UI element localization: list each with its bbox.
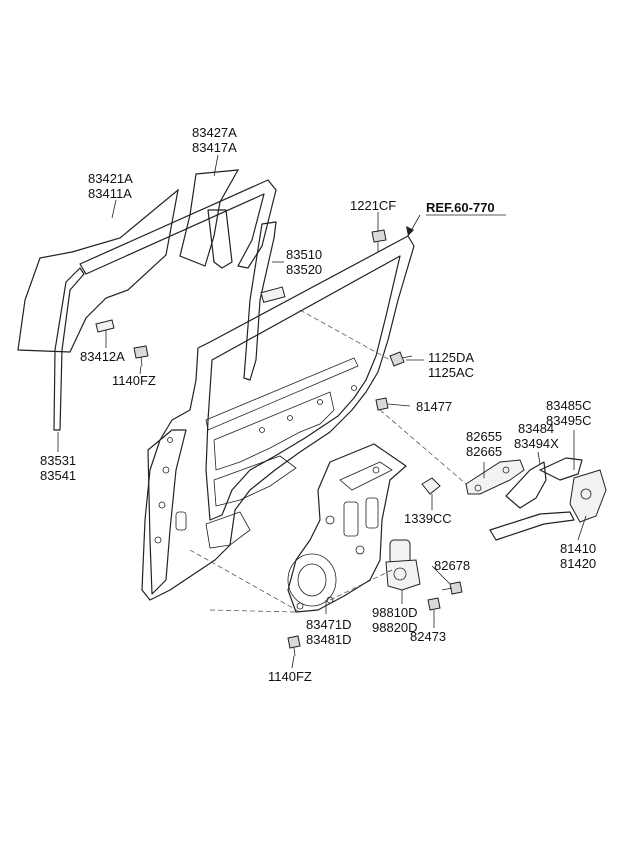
label-83411A: 83411A <box>88 186 132 201</box>
label-82655: 82655 <box>466 429 502 444</box>
label-82678: 82678 <box>434 558 470 573</box>
clip-1339cc <box>421 477 441 495</box>
label-98810D: 98810D <box>372 605 418 620</box>
glass-run-channel <box>53 179 277 431</box>
label-81420: 81420 <box>560 556 596 571</box>
label-1339CC: 1339CC <box>404 511 452 526</box>
window-regulator <box>287 443 407 613</box>
label-82473: 82473 <box>410 629 446 644</box>
bolt-82473 <box>427 597 441 611</box>
label-83471D: 83471D <box>306 617 352 632</box>
bolt-1125da <box>389 351 413 367</box>
leader-lines <box>57 154 587 669</box>
door-panel <box>141 235 415 601</box>
label-1125DA: 1125DA <box>428 350 474 365</box>
bolt-82678 <box>441 581 463 595</box>
glass-clip <box>95 319 115 333</box>
label-83484: 83484 <box>518 421 554 436</box>
part-labels: 83427A 83417A 83421A 83411A 1221CF REF.6… <box>40 125 596 684</box>
front-channel <box>243 221 286 381</box>
label-82665: 82665 <box>466 444 502 459</box>
label-83520: 83520 <box>286 262 322 277</box>
outside-handle <box>465 459 525 495</box>
handle-bracket <box>505 457 583 509</box>
label-1221CF: 1221CF <box>350 198 396 213</box>
label-83531: 83531 <box>40 453 76 468</box>
label-83485C: 83485C <box>546 398 592 413</box>
bolt-1140fz-bottom <box>287 635 301 657</box>
assembly-lines <box>189 309 467 613</box>
label-83412A: 83412A <box>80 349 125 364</box>
door-latch <box>489 469 607 541</box>
label-1140FZ-top: 1140FZ <box>112 373 156 388</box>
bolt-81477 <box>375 397 389 411</box>
regulator-motor <box>385 539 421 591</box>
label-98820D: 98820D <box>372 620 418 635</box>
door-glass <box>17 188 179 353</box>
label-1125AC: 1125AC <box>428 365 474 380</box>
ref-label: REF.60-770 <box>426 200 495 215</box>
label-83494X: 83494X <box>514 436 559 451</box>
label-83481D: 83481D <box>306 632 352 647</box>
bolt-1221cf <box>371 229 387 252</box>
bolt-1140fz-top <box>133 345 149 367</box>
label-81410: 81410 <box>560 541 596 556</box>
label-83421A: 83421A <box>88 171 133 186</box>
label-83495C: 83495C <box>546 413 592 428</box>
label-83541: 83541 <box>40 468 76 483</box>
label-81477: 81477 <box>416 399 452 414</box>
label-1140FZ-bottom: 1140FZ <box>268 669 312 684</box>
label-83427A: 83427A <box>192 125 237 140</box>
label-83417A: 83417A <box>192 140 237 155</box>
label-83510: 83510 <box>286 247 322 262</box>
